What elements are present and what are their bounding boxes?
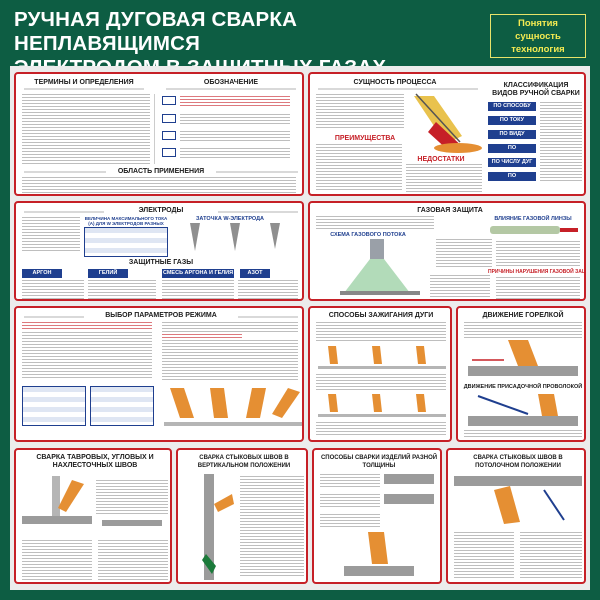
electrodes-heading: ЭЛЕКТРОДЫ bbox=[138, 207, 184, 214]
tee-welds-heading: СВАРКА ТАВРОВЫХ, УГЛОВЫХ И НАХЛЕСТОЧНЫХ … bbox=[36, 454, 154, 469]
electrode-tips-icon bbox=[190, 223, 280, 251]
class-by-arcs: ПО ЧИСЛУ ДУГ bbox=[488, 158, 536, 167]
vertical-welds-heading: СВАРКА СТЫКОВЫХ ШВОВ В ВЕРТИКАЛЬНОМ ПОЛО… bbox=[197, 455, 291, 469]
torch-movement-heading: ДВИЖЕНИЕ ГОРЕЛКОЙ bbox=[482, 312, 564, 319]
max-current-table bbox=[90, 386, 154, 426]
hf-icon bbox=[162, 114, 176, 123]
disadvantages-heading: НЕДОСТАТКИ bbox=[417, 156, 465, 163]
argon-band: АРГОН bbox=[22, 269, 62, 278]
gas-lens-icon bbox=[490, 226, 578, 234]
tig-filler-icon bbox=[162, 131, 176, 140]
overhead-welds-heading: СВАРКА СТЫКОВЫХ ШВОВ В ПОТОЛОЧНОМ ПОЛОЖЕ… bbox=[473, 455, 563, 469]
essence-text bbox=[316, 94, 404, 130]
advantages-text bbox=[316, 144, 402, 192]
panel-torch-movement: ДВИЖЕНИЕ ГОРЕЛКОЙ ДВИЖЕНИЕ ПРИСАДОЧНОЙ П… bbox=[456, 306, 586, 442]
mode-params-heading: ВЫБОР ПАРАМЕТРОВ РЕЖИМА bbox=[105, 312, 217, 319]
tag-line-3: технология bbox=[511, 44, 565, 55]
scope-heading: ОБЛАСТЬ ПРИМЕНЕНИЯ bbox=[117, 168, 205, 175]
advantages-heading: ПРЕИМУЩЕСТВА bbox=[334, 135, 396, 142]
panel-arc-ignition: СПОСОБЫ ЗАЖИГАНИЯ ДУГИ bbox=[308, 306, 452, 442]
panel-overhead-welds: СВАРКА СТЫКОВЫХ ШВОВ В ПОТОЛОЧНОМ ПОЛОЖЕ… bbox=[446, 448, 586, 584]
class-by-current: ПО ТОКУ bbox=[488, 116, 536, 125]
gases-heading: ЗАЩИТНЫЕ ГАЗЫ bbox=[128, 259, 194, 266]
disadvantages-text bbox=[406, 164, 482, 192]
tig-icon bbox=[162, 96, 176, 105]
terms-heading: ТЕРМИНЫ И ОПРЕДЕЛЕНИЯ bbox=[34, 79, 134, 86]
helium-band: ГЕЛИЙ bbox=[88, 269, 128, 278]
mode-params-text bbox=[22, 332, 152, 378]
torch-illustration bbox=[414, 93, 482, 153]
panel-electrodes: ЭЛЕКТРОДЫ ВЕЛИЧИНА МАКСИМАЛЬНОГО ТОКА (А… bbox=[14, 201, 304, 301]
filler-wire-icon bbox=[468, 394, 578, 426]
filler-movement-heading: ДВИЖЕНИЕ ПРИСАДОЧНОЙ ПРОВОЛОКОЙ bbox=[463, 384, 583, 390]
terms-text bbox=[22, 94, 150, 164]
content-board: ТЕРМИНЫ И ОПРЕДЕЛЕНИЯ ОБОЗНАЧЕНИЕ ОБЛАСТ… bbox=[10, 66, 590, 590]
panel-diff-thickness: СПОСОБЫ СВАРКИ ИЗДЕЛИЙ РАЗНОЙ ТОЛЩИНЫ bbox=[312, 448, 442, 584]
tag-line-2: сущность bbox=[515, 31, 561, 42]
gas-violation-label: ПРИЧИНЫ НАРУШЕНИЯ ГАЗОВОЙ ЗАЩИТЫ bbox=[488, 269, 586, 275]
gas-intro-text bbox=[316, 216, 434, 230]
tig-contact-icon bbox=[162, 148, 176, 157]
sharpen-label: ЗАТОЧКА W-ЭЛЕКТРОДА bbox=[195, 216, 265, 222]
mix-band: СМЕСЬ АРГОНА И ГЕЛИЯ bbox=[162, 269, 234, 278]
panel-gas-protection: ГАЗОВАЯ ЗАЩИТА СХЕМА ГАЗОВОГО ПОТОКА ВЛИ… bbox=[308, 201, 586, 301]
electrode-text bbox=[22, 217, 80, 251]
topic-tag: Понятия сущность технология bbox=[490, 14, 586, 58]
torch-movement-icon bbox=[468, 340, 578, 376]
class-by-application: ПО ПРИМЕНЕНИЮ bbox=[488, 144, 536, 160]
gas-flow-diagram bbox=[340, 239, 420, 295]
arc-ignition-heading: СПОСОБЫ ЗАЖИГАНИЯ ДУГИ bbox=[328, 312, 434, 319]
nitrogen-band: АЗОТ bbox=[240, 269, 270, 278]
gas-lens-label: ВЛИЯНИЕ ГАЗОВОЙ ЛИНЗЫ bbox=[494, 216, 572, 222]
essence-heading: СУЩНОСТЬ ПРОЦЕССА bbox=[353, 79, 437, 86]
contactless-ignition-icon bbox=[318, 346, 446, 369]
tee-weld-illustration bbox=[22, 476, 162, 526]
gas-flow-label: СХЕМА ГАЗОВОГО ПОТОКА bbox=[330, 232, 406, 238]
panel-essence: СУЩНОСТЬ ПРОЦЕССА ПРЕИМУЩЕСТВА НЕДОСТАТК… bbox=[308, 72, 586, 196]
scope-text bbox=[22, 177, 296, 193]
overhead-weld-illustration bbox=[454, 476, 582, 524]
class-by-tech: ПО ТЕХНИЧЕСКИМ ПРИЗНАКАМ bbox=[488, 172, 536, 194]
class-by-electrode: ПО ВИДУ ЭЛЕКТРОДА bbox=[488, 130, 536, 146]
electrode-angle-illustration bbox=[164, 388, 302, 426]
panel-vertical-welds: СВАРКА СТЫКОВЫХ ШВОВ В ВЕРТИКАЛЬНОМ ПОЛО… bbox=[176, 448, 308, 584]
panel-mode-params: ВЫБОР ПАРАМЕТРОВ РЕЖИМА bbox=[14, 306, 304, 442]
class-by-protection: ПО СПОСОБУ ЗАЩИТЫ bbox=[488, 102, 536, 118]
designation-heading: ОБОЗНАЧЕНИЕ bbox=[203, 79, 259, 86]
classification-heading: КЛАССИФИКАЦИЯ ВИДОВ РУЧНОЙ СВАРКИ bbox=[492, 82, 580, 97]
contact-ignition-icon bbox=[318, 394, 446, 417]
current-table bbox=[84, 227, 168, 257]
panel-tee-welds: СВАРКА ТАВРОВЫХ, УГЛОВЫХ И НАХЛЕСТОЧНЫХ … bbox=[14, 448, 172, 584]
diff-thickness-heading: СПОСОБЫ СВАРКИ ИЗДЕЛИЙ РАЗНОЙ ТОЛЩИНЫ bbox=[320, 455, 438, 469]
electrode-choice-table bbox=[22, 386, 86, 426]
vertical-weld-illustration bbox=[202, 474, 234, 580]
gas-protection-heading: ГАЗОВАЯ ЗАЩИТА bbox=[417, 207, 483, 214]
thickness-weld-illustration bbox=[344, 532, 414, 576]
tag-line-1: Понятия bbox=[518, 18, 558, 29]
panel-terms: ТЕРМИНЫ И ОПРЕДЕЛЕНИЯ ОБОЗНАЧЕНИЕ ОБЛАСТ… bbox=[14, 72, 304, 196]
